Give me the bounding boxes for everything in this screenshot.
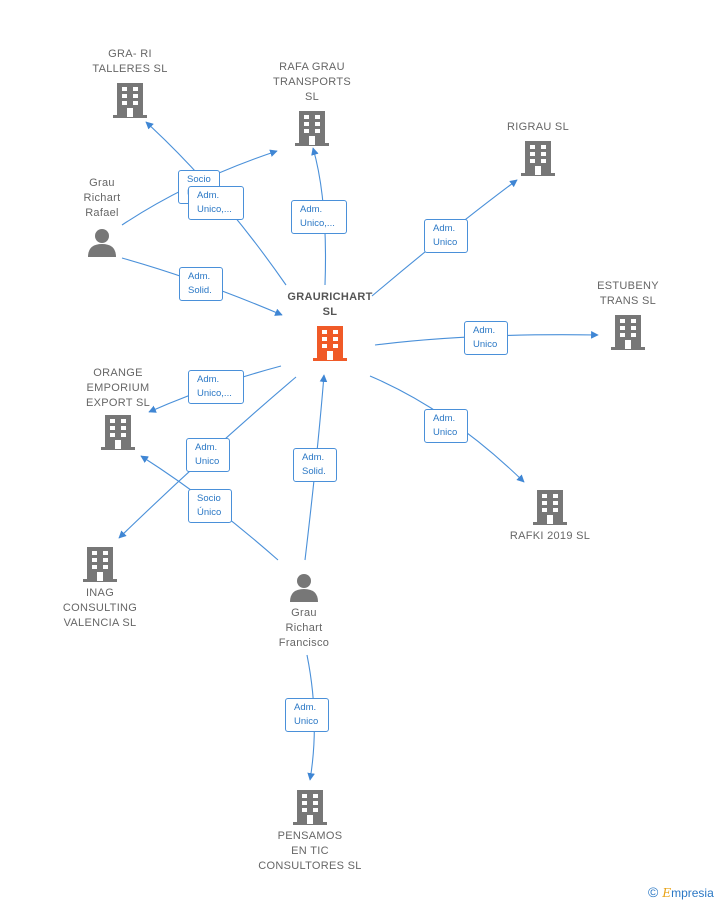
center-node-label: GRAURICHART SL bbox=[287, 291, 373, 318]
edge-label-rafael-solid[interactable]: Adm. Solid. bbox=[179, 267, 223, 301]
company-node-orange[interactable]: ORANGE EMPORIUM EXPORT SL bbox=[68, 366, 168, 451]
edge-label-francisco-solid[interactable]: Adm. Solid. bbox=[293, 448, 337, 482]
edge-label-estubeny[interactable]: Adm. Unico bbox=[464, 321, 508, 355]
company-node-grari[interactable]: GRA- RI TALLERES SL bbox=[80, 47, 180, 119]
company-label-grari: GRA- RI TALLERES SL bbox=[92, 48, 168, 75]
empresia-logo: ©Empresia bbox=[648, 884, 714, 900]
company-node-pensamos[interactable]: PENSAMOS EN TIC CONSULTORES SL bbox=[245, 788, 375, 874]
center-node[interactable]: GRAURICHART SL bbox=[270, 290, 390, 362]
company-node-rafagrau[interactable]: RAFA GRAU TRANSPORTS SL bbox=[257, 60, 367, 147]
building-icon bbox=[313, 326, 347, 361]
company-node-inag[interactable]: INAG CONSULTING VALENCIA SL bbox=[50, 545, 150, 631]
building-icon bbox=[293, 790, 327, 825]
building-icon bbox=[113, 83, 147, 118]
company-label-inag: INAG CONSULTING VALENCIA SL bbox=[62, 587, 138, 629]
edge-label-pensamos[interactable]: Adm. Unico bbox=[285, 698, 329, 732]
building-icon bbox=[101, 415, 135, 450]
person-label-francisco: Grau Richart Francisco bbox=[278, 607, 330, 649]
company-label-rafki: RAFKI 2019 SL bbox=[509, 530, 591, 542]
building-icon bbox=[295, 111, 329, 146]
company-node-rigrau[interactable]: RIGRAU SL bbox=[488, 120, 588, 177]
person-node-francisco[interactable]: Grau Richart Francisco bbox=[262, 572, 346, 651]
copyright-icon: © bbox=[648, 884, 659, 900]
edge-label-rafki[interactable]: Adm. Unico bbox=[424, 409, 468, 443]
person-node-rafael[interactable]: Grau Richart Rafael bbox=[66, 176, 138, 257]
company-label-rafagrau: RAFA GRAU TRANSPORTS SL bbox=[273, 61, 351, 103]
building-icon bbox=[521, 141, 555, 176]
edge-label-rafael-adm[interactable]: Adm. Unico,... bbox=[188, 186, 244, 220]
person-label-rafael: Grau Richart Rafael bbox=[83, 177, 121, 219]
company-label-pensamos: PENSAMOS EN TIC CONSULTORES SL bbox=[258, 830, 362, 872]
building-icon bbox=[533, 490, 567, 525]
company-label-rigrau: RIGRAU SL bbox=[507, 121, 569, 133]
person-icon bbox=[88, 229, 116, 257]
edge-label-inag[interactable]: Adm. Unico bbox=[186, 438, 230, 472]
company-node-estubeny[interactable]: ESTUBENY TRANS SL bbox=[578, 279, 678, 351]
building-icon bbox=[611, 315, 645, 350]
edge-label-orange[interactable]: Adm. Unico,... bbox=[188, 370, 244, 404]
company-label-estubeny: ESTUBENY TRANS SL bbox=[597, 280, 659, 307]
edge-label-rigrau[interactable]: Adm. Unico bbox=[424, 219, 468, 253]
person-icon bbox=[290, 574, 318, 602]
edge-label-rafagrau[interactable]: Adm. Unico,... bbox=[291, 200, 347, 234]
brand-name: mpresia bbox=[671, 886, 714, 900]
brand-initial: E bbox=[662, 886, 672, 900]
building-icon bbox=[83, 547, 117, 582]
company-label-orange: ORANGE EMPORIUM EXPORT SL bbox=[85, 367, 151, 409]
company-node-rafki[interactable]: RAFKI 2019 SL bbox=[495, 488, 605, 544]
edge-label-francisco-socio[interactable]: Socio Único bbox=[188, 489, 232, 523]
